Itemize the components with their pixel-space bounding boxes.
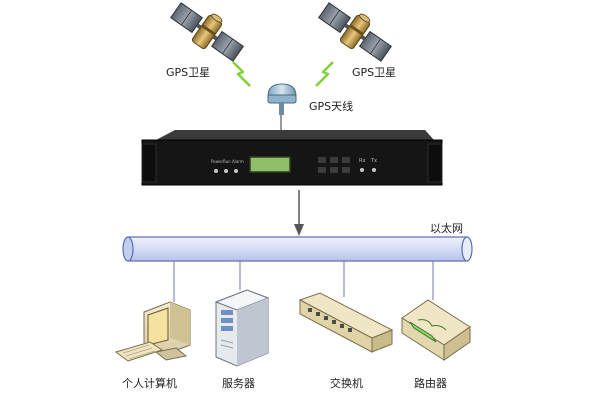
downlink-arrow <box>294 190 304 236</box>
gps-time-server <box>141 130 443 186</box>
satellite-right-icon <box>318 2 392 62</box>
ethernet-bus <box>122 236 473 262</box>
indicator-led <box>224 169 228 173</box>
gps-antenna-label: GPS天线 <box>309 100 354 113</box>
port-label: Tx <box>370 158 377 164</box>
indicator-label: Run <box>223 159 231 164</box>
pc-icon <box>114 301 191 362</box>
router-icon <box>401 299 471 361</box>
port-led <box>372 168 376 172</box>
router-label: 路由器 <box>414 377 447 390</box>
satellite-left-icon <box>170 2 244 62</box>
lcd-display <box>249 156 291 173</box>
indicator-label: Alarm <box>232 159 244 164</box>
port-label: Rx <box>359 158 365 164</box>
indicator-led <box>214 169 218 173</box>
signal-right-icon <box>315 61 334 87</box>
signal-left-icon <box>232 61 251 87</box>
indicator-label: Power <box>211 159 223 164</box>
server-icon <box>214 289 270 367</box>
gps-antenna-icon <box>267 83 297 133</box>
server-label: 服务器 <box>222 377 255 390</box>
indicator-led <box>234 169 238 173</box>
ethernet-label: 以太网 <box>430 222 463 235</box>
keypad <box>318 157 350 173</box>
switch-label: 交换机 <box>330 377 363 390</box>
pc-label: 个人计算机 <box>122 377 177 390</box>
satellite-left-label: GPS卫星 <box>166 66 211 79</box>
satellite-right-label: GPS卫星 <box>352 66 397 79</box>
switch-icon <box>298 292 394 353</box>
port-led <box>360 168 364 172</box>
